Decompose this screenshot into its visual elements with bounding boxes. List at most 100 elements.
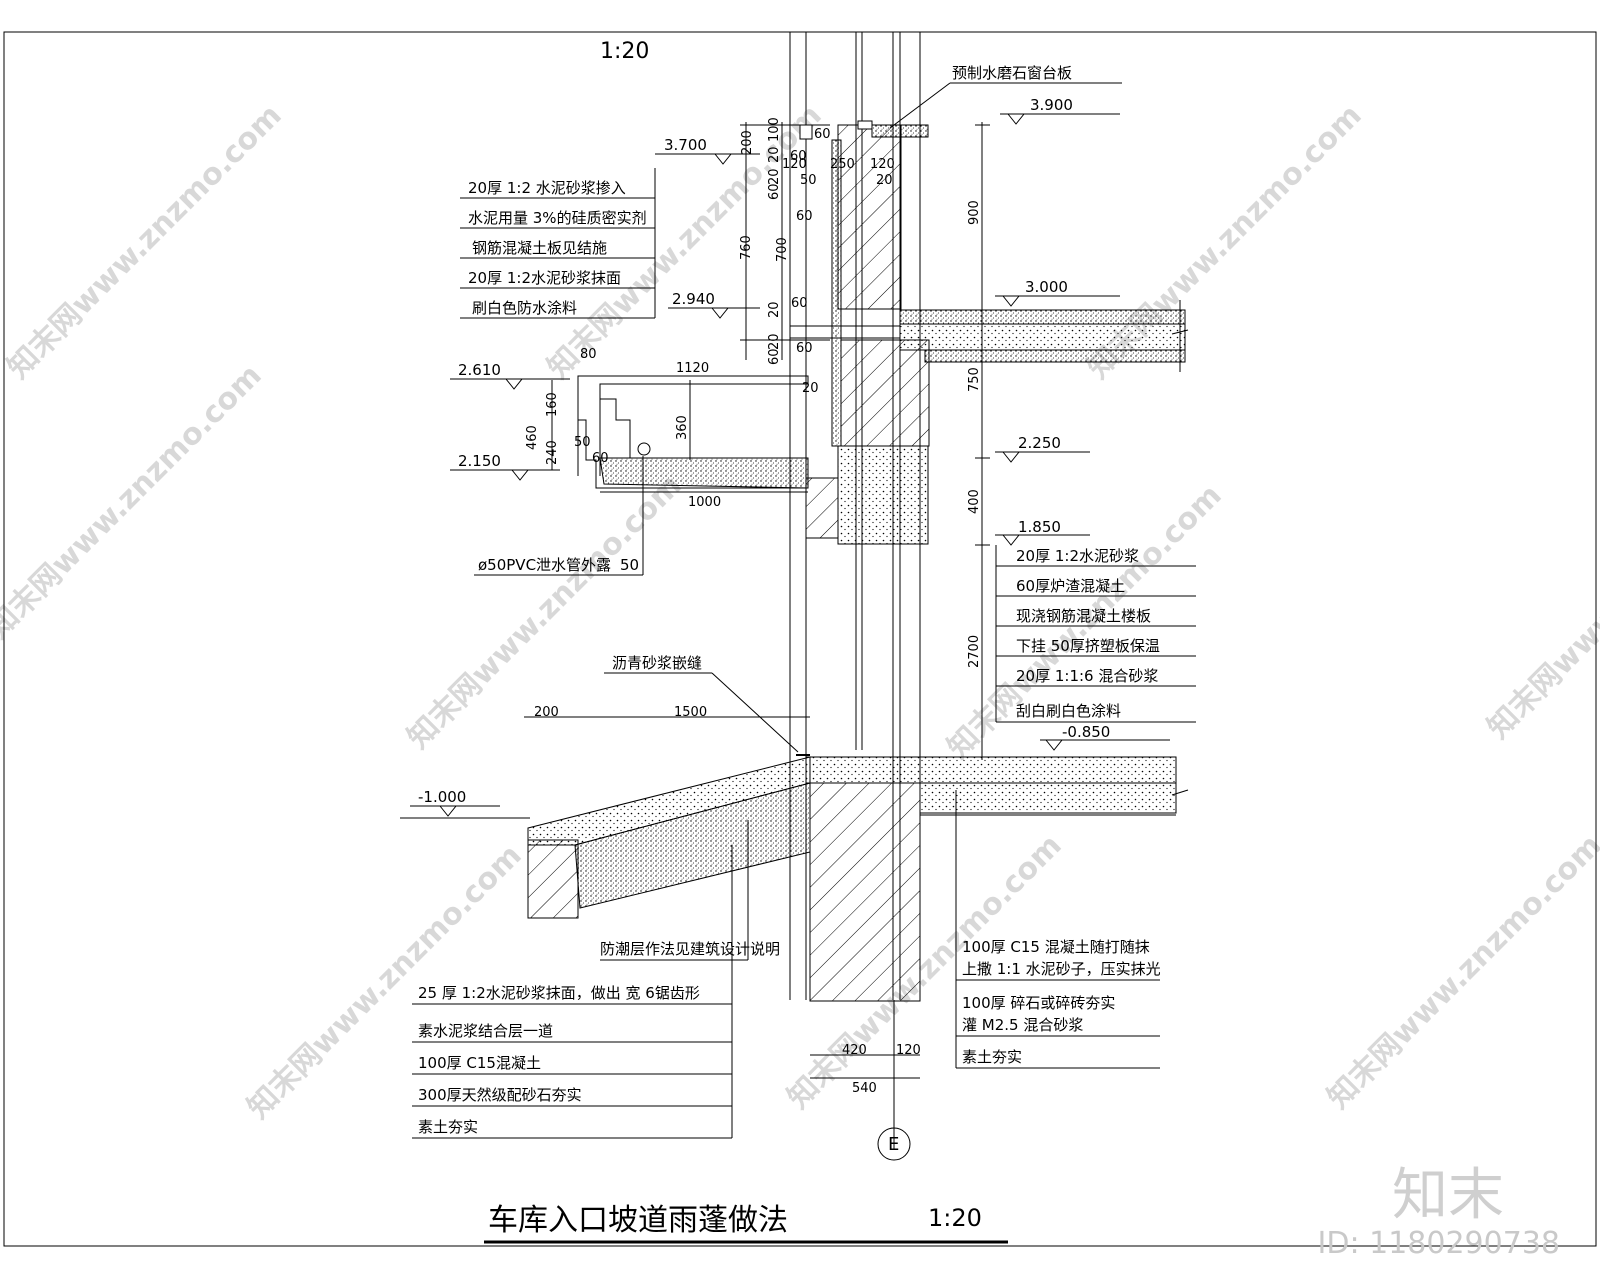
level-markers: 3.900 3.700 3.000 2.940 2.610 2.250 2.15… (410, 96, 1170, 817)
dim-text: 2700 (967, 635, 982, 668)
drawing-id: ID: 1180290738 (1317, 1226, 1560, 1261)
canopy-note-3: 钢筋混凝土板见结施 (472, 239, 607, 257)
dim-text: 360 (675, 415, 690, 440)
drawing-frame (3, 31, 1597, 1247)
dim-text: 80 (580, 347, 597, 362)
ramp-note-3: 100厚 C15混凝土 (418, 1054, 541, 1072)
drawing-title: 车库入口坡道雨蓬做法 (488, 1203, 788, 1238)
window-sill (871, 124, 929, 138)
dim-text: 60 (791, 296, 808, 311)
floor-slab (899, 323, 1186, 351)
dim-text: 20 (802, 381, 819, 396)
dim-text: 540 (852, 1081, 877, 1096)
dim-text: 20 (767, 168, 782, 185)
dim-text: 700 (775, 237, 790, 262)
dim-text: 160 (545, 392, 560, 417)
floor-note-6: 刮白刷白色涂料 (1016, 702, 1121, 720)
upper-wall (837, 124, 902, 310)
beam (837, 445, 929, 545)
canopy-note-5: 刷白色防水涂料 (472, 299, 577, 317)
level-text: 3.000 (1025, 278, 1068, 296)
level-text: 2.150 (458, 452, 501, 470)
ground-note-3: 100厚 碎石或碎砖夯实 (962, 994, 1115, 1012)
watermark-text: 知末网www.znzmo.com (241, 838, 529, 1126)
level-2-250: 2.250 (995, 434, 1090, 463)
ground-note-5: 素土夯实 (962, 1048, 1022, 1066)
notes: 预制水磨石窗台板 20厚 1:2 水泥砂浆掺入 水泥用量 3%的硅质密实剂 钢筋… (418, 64, 1161, 1136)
asphalt-note: 沥青砂浆嵌缝 (612, 654, 702, 672)
leader-lines (412, 82, 1196, 1139)
dim-text: 100 (767, 117, 782, 142)
floor-note-4: 下挂 50厚挤塑板保温 (1016, 637, 1160, 655)
canopy-note-4: 20厚 1:2水泥砂浆抹面 (468, 269, 621, 287)
dim-text: 200 (534, 705, 559, 720)
level-3-700: 3.700 (655, 136, 760, 165)
beam-left (805, 477, 839, 539)
dimension-labels: 200 100 60 20 60 20 60 60 760 700 60 20 … (525, 117, 982, 1096)
canopy-note-1: 20厚 1:2 水泥砂浆掺入 (468, 179, 626, 197)
canopy-note-2: 水泥用量 3%的硅质密实剂 (468, 209, 647, 227)
dim-text: 750 (967, 367, 982, 392)
level-2-150: 2.150 (450, 452, 560, 481)
watermark-text: 知末网www.znzmo.com (1321, 828, 1600, 1116)
dim-text: 60 (592, 451, 609, 466)
axis-label: E (888, 1134, 899, 1155)
level-3-900: 3.900 (1000, 96, 1120, 125)
level-text: -0.850 (1062, 723, 1110, 741)
level-text: 3.900 (1030, 96, 1073, 114)
watermark-text: 知末网www.znzmo.com (1, 98, 289, 386)
ramp (527, 754, 811, 919)
ramp-note-2: 素水泥浆结合层一道 (418, 1022, 553, 1040)
dim-text: 120 (870, 157, 895, 172)
level-minus-0-850: -0.850 (1040, 723, 1170, 751)
dim-text: 60 (767, 183, 782, 200)
dim-text: 900 (967, 200, 982, 225)
level-text: -1.000 (418, 788, 466, 806)
dim-text: 60 (796, 341, 813, 356)
middle-wall (840, 339, 930, 447)
level-1-850: 1.850 (995, 518, 1090, 546)
dim-text: 50 (574, 435, 591, 450)
dim-text: 20 (767, 333, 782, 350)
level-2-610: 2.610 (450, 361, 570, 390)
pvc-note: ø50PVC泄水管外露 (478, 556, 611, 574)
level-text: 2.940 (672, 290, 715, 308)
level-text: 2.610 (458, 361, 501, 379)
drip (799, 124, 813, 140)
ground-note-4: 灌 M2.5 混合砂浆 (962, 1016, 1083, 1034)
dim-text: 420 (842, 1043, 867, 1058)
dim-text: 60 (767, 348, 782, 365)
dim-text: 120 (782, 157, 807, 172)
dim-text: 60 (796, 209, 813, 224)
level-2-940: 2.940 (668, 290, 760, 319)
ground-slab-bottom (919, 782, 1177, 814)
ground-slab-top (805, 756, 1177, 784)
watermark-text: 知末网www.znzmo.com (0, 358, 269, 646)
level-text: 2.250 (1018, 434, 1061, 452)
dim-text: 250 (830, 157, 855, 172)
level-3-000: 3.000 (995, 278, 1120, 307)
ramp-note-5: 素土夯实 (418, 1118, 478, 1136)
dimension-lines (524, 122, 990, 1079)
insulation-strip (831, 139, 842, 447)
dim-text: 400 (967, 489, 982, 514)
floor-slab-finish (899, 309, 1186, 325)
dim-text: 1500 (674, 705, 707, 720)
ground-note-1: 100厚 C15 混凝土随打随抹 (962, 938, 1150, 956)
ground-line (400, 814, 1176, 819)
level-text: 1.850 (1018, 518, 1061, 536)
dim-text: 60 (814, 127, 831, 142)
floor-slab-insulation (924, 349, 1186, 363)
ramp-note-1: 25 厚 1:2水泥砂浆抹面，做出 宽 6锯齿形 (418, 984, 700, 1002)
watermark-text: 知末网www.znzmo.com (1481, 458, 1600, 746)
top-scale-label: 1:20 (600, 39, 649, 64)
dim-text: 760 (739, 235, 754, 260)
dim-text: 20 (876, 173, 893, 188)
dim-text: 20 (767, 146, 782, 163)
dim-text: 20 (767, 301, 782, 318)
damp-proof-note: 防潮层作法见建筑设计说明 (600, 940, 780, 958)
dim-text: 50 (800, 173, 817, 188)
dim-text: 460 (525, 425, 540, 450)
ground-note-2: 上撒 1:1 水泥砂子，压实抹光 (962, 960, 1161, 978)
